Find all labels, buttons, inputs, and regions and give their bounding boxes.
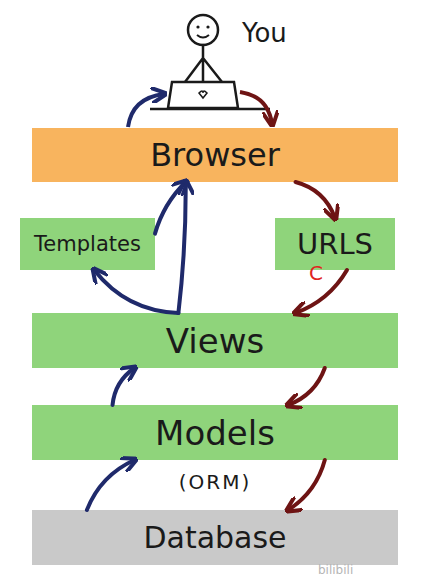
layer-box: Views [32,313,398,368]
watermark: bilibili [318,563,353,577]
desk-line [150,108,270,111]
person-body [185,45,222,82]
layer-box: Models(ORM) [32,405,398,460]
user-arrow [128,94,164,127]
layer-box: Templates [20,218,155,270]
annotation-letter: C [309,261,323,285]
response-arrow [178,182,185,313]
layer-title: Browser [150,136,280,174]
layer-title: URLS [297,227,373,261]
user-label: You [242,18,287,48]
layer-title: Models [155,413,275,453]
laptop-heart [199,91,207,98]
response-arrow [113,368,135,405]
laptop [168,82,238,108]
user-arrow [240,92,272,124]
person-eye [196,25,199,28]
layer-box: URLS [275,218,395,270]
layer-title: Database [143,520,286,555]
request-arrow [288,460,325,510]
layer-box: Database [32,510,398,565]
layer-title: Templates [34,232,141,256]
person-eye [206,25,209,28]
request-arrow [296,270,347,313]
layer-title: Views [166,321,264,361]
request-arrow [296,182,335,218]
person-smile [197,35,209,38]
request-arrow [288,368,325,405]
response-arrow [155,182,186,234]
layer-note: (ORM) [32,470,398,494]
person-head [188,15,218,45]
layer-box: Browser [32,128,398,182]
response-arrow [94,270,178,313]
response-arrow [87,460,135,510]
